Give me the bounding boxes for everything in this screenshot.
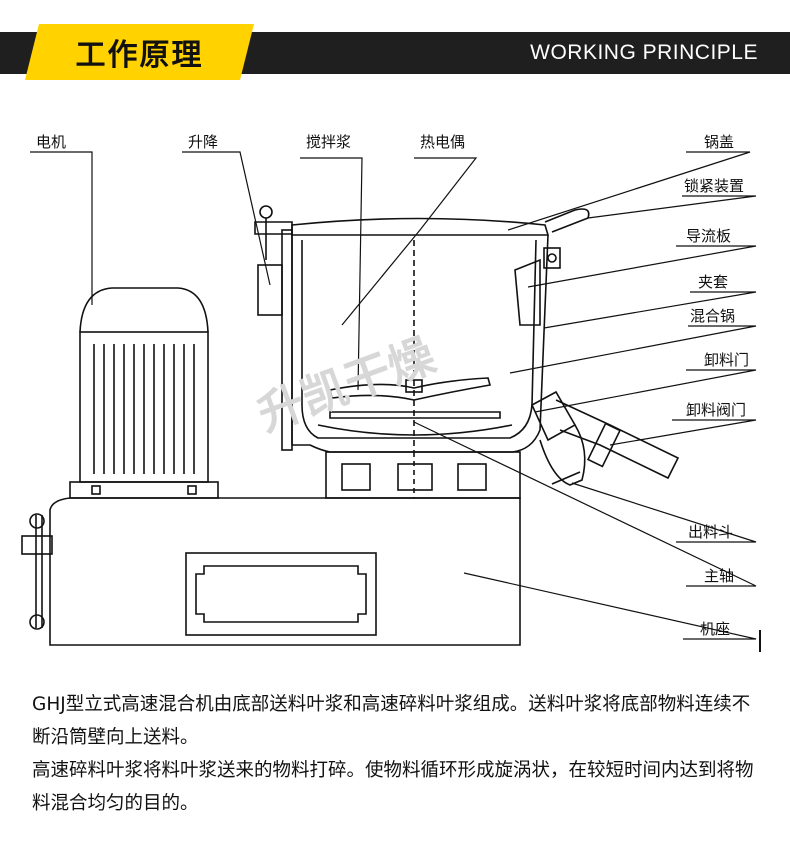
title-badge: 工作原理 [25,24,254,80]
lift-cylinder [257,264,283,316]
pot-inner-wall [301,239,537,439]
label-deflector: 导流板 [686,227,731,245]
label-motor: 电机 [36,133,66,151]
label-discharge-valve: 卸料阀门 [686,401,746,419]
description-paragraph-2: 高速碎料叶浆将料叶浆送来的物料打碎。使物料循环形成旋涡状，在较短时间内达到将物料… [32,760,754,814]
label-stirring-paddle: 搅拌浆 [306,133,351,151]
deflector-plate [514,258,541,326]
label-locking-device: 锁紧装置 [684,177,744,195]
mixer-diagram: 电机 升降 搅拌浆 热电偶 锅盖 锁紧装置 导流板 夹套 混合锅 卸料门 卸料阀… [21,133,761,652]
label-discharge-hopper: 出料斗 [688,523,733,541]
label-discharge-door: 卸料门 [704,351,749,369]
side-latch [543,247,561,269]
lift-arm [254,221,293,235]
discharge-valve-flange [586,422,622,468]
base-panel-outer [185,552,377,636]
upper-paddle [329,377,492,401]
lever-pivot-top [29,513,45,529]
lock-handle [544,208,590,233]
label-lift: 升降 [188,133,218,151]
label-base: 机座 [700,620,730,638]
discharge-hopper [539,424,586,486]
page-title: 工作原理 [75,38,204,73]
base-panel-inner [195,565,367,623]
bottom-scraper [317,424,513,436]
lower-paddle [329,411,501,419]
description-paragraph-1: GHJ型立式高速混合机由底部送料叶浆和高速碎料叶浆组成。送料叶浆将底部物料连续不… [32,694,751,748]
label-pot-lid: 锅盖 [704,133,734,151]
motor-top [79,287,209,333]
drive-housing [325,451,521,499]
label-main-shaft: 主轴 [704,567,734,585]
motor-mount [69,481,219,499]
label-thermocouple: 热电偶 [420,133,465,151]
discharge-pipe [555,399,680,480]
lever-pivot-bottom [29,614,45,630]
motor-fins [93,344,195,474]
pot-lid [291,217,550,236]
base-body [49,497,521,646]
page-title-english: WORKING PRINCIPLE [530,41,758,64]
label-jacket: 夹套 [698,273,728,291]
label-mixing-pot: 混合锅 [690,307,735,325]
